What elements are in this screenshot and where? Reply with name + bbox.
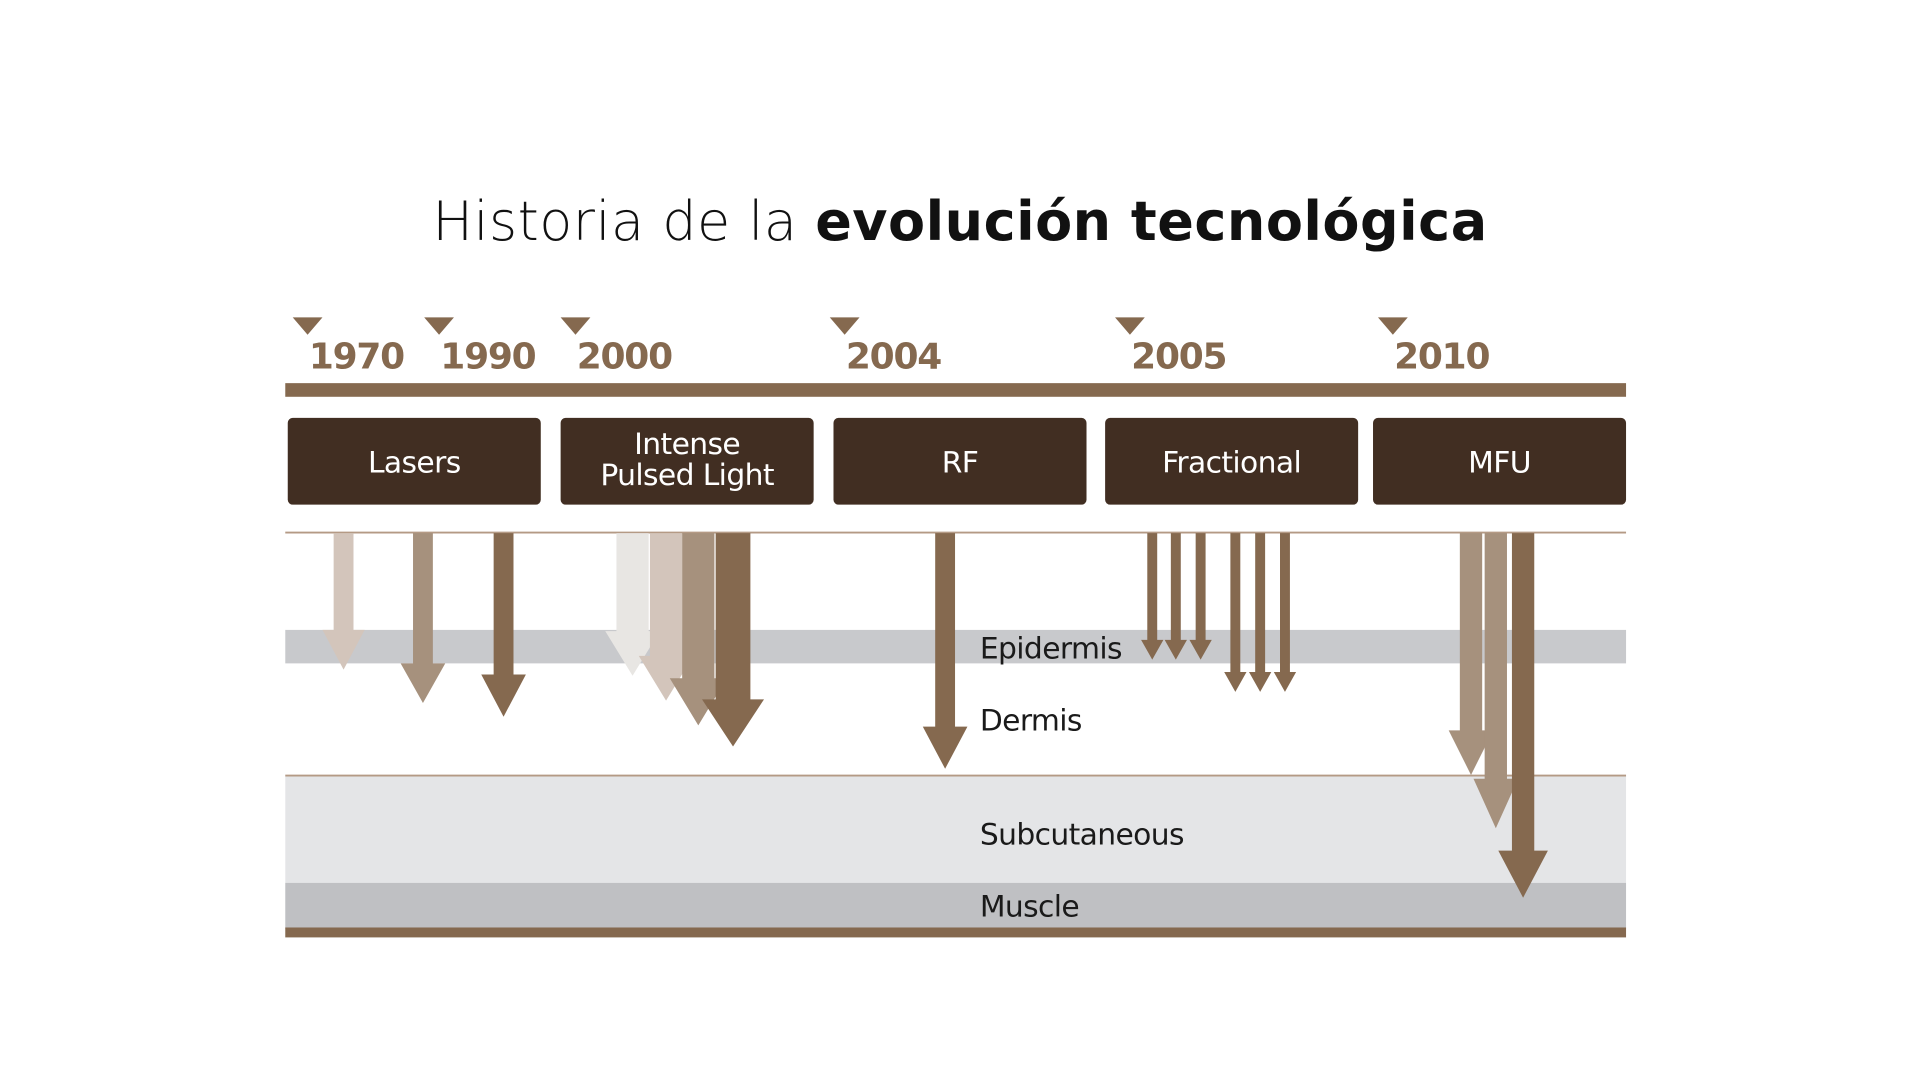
penetration-depth-arrow-icon: [1273, 533, 1297, 692]
year-label: 2010: [1394, 336, 1489, 377]
technology-label: Lasers: [368, 445, 461, 480]
penetration-depth-arrow-icon: [1248, 533, 1272, 692]
subcutaneous-band: [285, 776, 1627, 883]
year-label: 1970: [309, 336, 404, 377]
technology-box: MFU: [1373, 417, 1627, 505]
technology-box-bg: [833, 417, 1087, 505]
technology-box: Fractional: [1105, 417, 1359, 505]
penetration-depth-arrow-icon: [1498, 533, 1548, 898]
penetration-depth-arrow-icon: [922, 533, 968, 769]
year-marker-icon: [560, 317, 591, 335]
epidermis-band: [285, 629, 1627, 664]
penetration-depth-arrow-icon: [1224, 533, 1247, 692]
layer-label-epidermis: Epidermis: [980, 631, 1122, 666]
year-label: 2000: [577, 336, 672, 377]
layer-label-dermis: Dermis: [980, 703, 1082, 738]
year-marker-icon: [424, 317, 454, 335]
penetration-depth-arrow-icon: [481, 533, 526, 717]
penetration-depth-arrow-icon: [1448, 533, 1494, 775]
penetration-depth-arrow-icon: [1473, 533, 1519, 829]
technology-label: MFU: [1468, 445, 1531, 480]
technology-box: RF: [833, 417, 1087, 505]
technology-box-bg: [1105, 417, 1359, 505]
technology-box-bg: [560, 417, 814, 505]
year-label: 2004: [846, 336, 941, 377]
technology-label: Fractional: [1162, 445, 1301, 480]
timeline-bar: [285, 383, 1627, 397]
layer-label-subcutaneous: Subcutaneous: [980, 817, 1184, 852]
penetration-depth-arrow-icon: [669, 533, 727, 726]
year-label: 2005: [1131, 336, 1226, 377]
layer-label-muscle: Muscle: [980, 889, 1079, 924]
year-marker-icon: [829, 317, 860, 335]
technology-label: RF: [942, 445, 979, 480]
penetration-depth-arrow-icon: [1141, 533, 1164, 660]
penetration-depth-arrow-icon: [638, 533, 694, 701]
muscle-band: [285, 882, 1627, 929]
title-regular: Historia de la: [432, 190, 816, 253]
page-title: Historia de la evolución tecnológica: [0, 190, 1920, 253]
year-marker-icon: [1115, 317, 1145, 335]
penetration-depth-arrow-icon: [322, 533, 365, 670]
penetration-depth-arrow-icon: [400, 533, 446, 704]
penetration-depth-arrow-icon: [605, 533, 660, 676]
technology-box: Lasers: [287, 417, 541, 505]
year-label: 1990: [440, 336, 535, 377]
penetration-depth-arrow-icon: [1189, 533, 1212, 660]
technology-box-bg: [1373, 417, 1627, 505]
technology-box-bg: [287, 417, 541, 505]
year-marker-icon: [292, 317, 323, 335]
penetration-depth-arrow-icon: [702, 533, 765, 747]
title-bold: evolución tecnológica: [815, 190, 1488, 253]
technology-label-line1: Intense: [634, 427, 740, 462]
bottom-bar: [285, 927, 1627, 938]
penetration-depth-arrow-icon: [1164, 533, 1187, 660]
technology-label-line2: Pulsed Light: [600, 458, 774, 493]
year-marker-icon: [1377, 317, 1408, 335]
